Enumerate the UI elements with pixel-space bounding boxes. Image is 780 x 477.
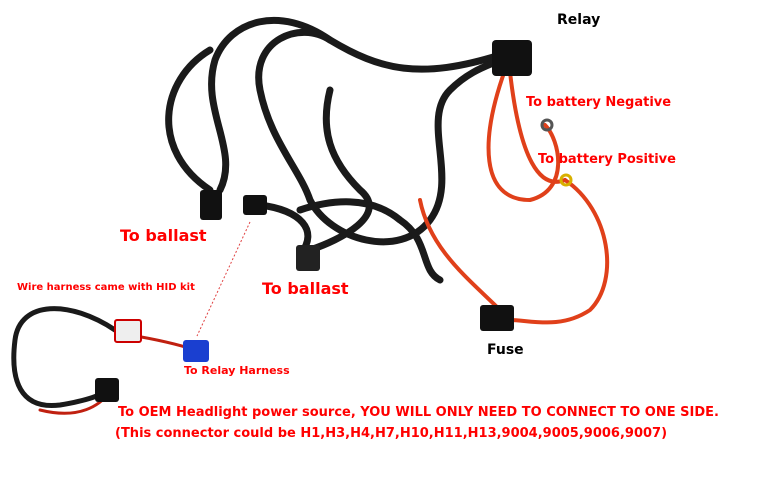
hid-connector-black [95,378,119,402]
ballast-connector-top [243,195,267,215]
ballast-label-center: To ballast [262,279,349,298]
harness-branch [296,198,444,284]
relay-block [492,40,532,76]
fuse-label: Fuse [487,342,524,358]
negative-ring-terminal [540,118,554,132]
hid-connector-white [114,319,142,343]
red-wire-fuse [508,178,610,325]
ballast-connector-center [296,245,320,271]
relay-harness-arrow [196,221,251,337]
ballast-connector-left [200,190,222,220]
oem-instruction-line1: To OEM Headlight power source, YOU WILL … [118,405,719,420]
ballast-label-left: To ballast [120,226,207,245]
red-wire-fuse [418,198,502,312]
hid-connector-blue [183,340,209,362]
harness-loop [208,16,504,194]
red-wire-positive [508,70,567,184]
relay-label: Relay [557,12,601,28]
positive-ring-terminal [559,173,573,187]
harness-branch [306,86,373,254]
red-wire-negative [486,68,561,203]
hid-harness-black [11,306,118,409]
oem-instruction-line2: (This connector could be H1,H3,H4,H7,H10… [115,426,668,441]
battery-positive-label: To battery Positive [538,152,676,167]
harness-loop [165,46,214,194]
battery-negative-label: To battery Negative [526,95,672,110]
fuse-holder [480,305,514,331]
relay-harness-label: To Relay Harness [184,364,290,377]
hid-harness-label: Wire harness came with HID kit [17,282,195,293]
